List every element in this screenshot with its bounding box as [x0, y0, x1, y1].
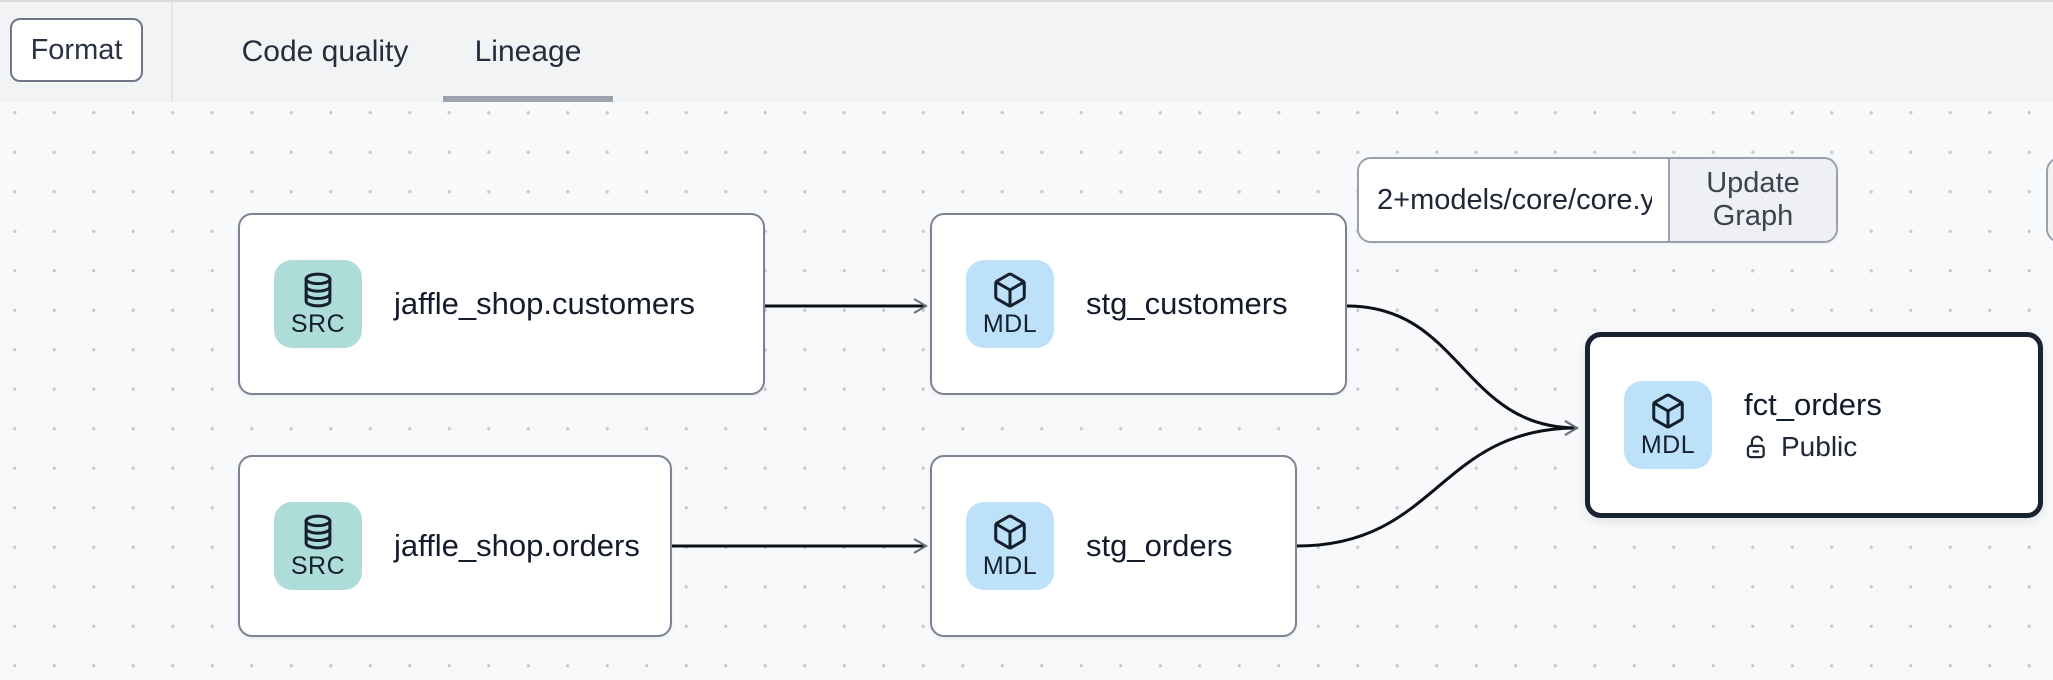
badge-label: MDL	[1640, 431, 1696, 459]
node-stg-orders[interactable]: MDL stg_orders	[930, 455, 1297, 637]
update-graph-button[interactable]: Update Graph	[1668, 159, 1836, 241]
partial-right-button[interactable]	[2046, 157, 2053, 243]
node-label: stg_customers	[1086, 286, 1288, 321]
source-badge: SRC	[274, 502, 362, 590]
graph-selector-input[interactable]	[1359, 159, 1668, 241]
edge-stg-customers-to-fct-orders	[1346, 304, 1579, 436]
tab-code-quality[interactable]: Code quality	[241, 35, 409, 68]
badge-label: SRC	[290, 552, 346, 580]
model-badge: MDL	[1624, 381, 1712, 469]
format-button[interactable]: Format	[10, 18, 143, 82]
lineage-edges	[672, 298, 1579, 554]
toolbar-divider	[171, 2, 173, 102]
lineage-canvas[interactable]: SRC jaffle_shop.customers MDL stg_custom…	[0, 102, 2053, 680]
cube-icon	[991, 271, 1029, 309]
node-jaffle-shop-orders[interactable]: SRC jaffle_shop.orders	[238, 455, 672, 637]
node-text: fct_orders Public	[1744, 387, 1882, 463]
cube-icon	[1649, 392, 1687, 430]
badge-label: MDL	[982, 552, 1038, 580]
editor-toolbar: Format Code quality Lineage	[0, 0, 2053, 102]
node-label: jaffle_shop.orders	[394, 528, 640, 563]
source-badge: SRC	[274, 260, 362, 348]
badge-label: SRC	[290, 310, 346, 338]
node-fct-orders[interactable]: MDL fct_orders Public	[1585, 332, 2043, 518]
node-label: fct_orders	[1744, 387, 1882, 422]
node-jaffle-shop-customers[interactable]: SRC jaffle_shop.customers	[238, 213, 765, 395]
edge-stg-orders-to-fct-orders	[1296, 420, 1579, 548]
database-icon	[299, 271, 337, 309]
access-label: Public	[1781, 431, 1858, 462]
tab-lineage[interactable]: Lineage	[443, 2, 613, 102]
node-stg-customers[interactable]: MDL stg_customers	[930, 213, 1347, 395]
model-badge: MDL	[966, 502, 1054, 590]
node-access: Public	[1744, 431, 1882, 463]
cube-icon	[991, 513, 1029, 551]
graph-selector-group: Update Graph	[1357, 157, 1838, 243]
padlock-open-icon	[1744, 434, 1771, 461]
model-badge: MDL	[966, 260, 1054, 348]
badge-label: MDL	[982, 310, 1038, 338]
database-icon	[299, 513, 337, 551]
node-label: stg_orders	[1086, 528, 1233, 563]
node-label: jaffle_shop.customers	[394, 286, 695, 321]
